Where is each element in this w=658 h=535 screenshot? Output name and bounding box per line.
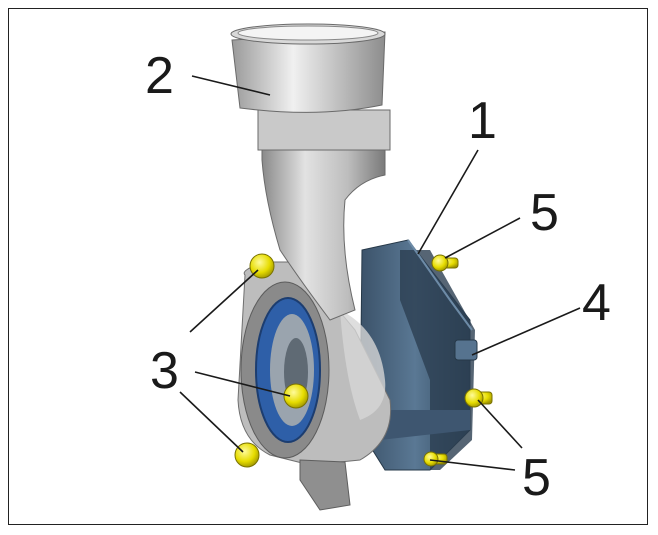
bolt-middle xyxy=(283,383,309,409)
leader-4 xyxy=(471,307,581,356)
housing-neck xyxy=(230,23,391,321)
leader-2 xyxy=(191,75,271,96)
leader-3b xyxy=(194,371,291,397)
callout-5-top: 5 xyxy=(530,184,559,242)
seal-ring xyxy=(240,281,330,459)
callout-5-bottom: 5 xyxy=(522,449,551,507)
diagram-frame xyxy=(8,8,648,525)
leader-5-right xyxy=(477,399,523,449)
callout-1: 1 xyxy=(468,92,497,150)
leader-1 xyxy=(417,149,479,255)
leader-5-top xyxy=(444,217,521,259)
leader-lines xyxy=(179,75,581,471)
bolt-pump-top xyxy=(431,254,459,272)
callout-2: 2 xyxy=(145,47,174,105)
bolt-bottom-left xyxy=(234,442,260,468)
leader-3c xyxy=(179,391,244,453)
leader-5-bottom xyxy=(429,459,516,471)
callout-3: 3 xyxy=(150,342,179,400)
leader-3a xyxy=(189,269,259,333)
callout-4: 4 xyxy=(582,274,611,332)
bolt-pump-bottom xyxy=(423,451,448,467)
bolt-pump-right xyxy=(464,388,493,408)
